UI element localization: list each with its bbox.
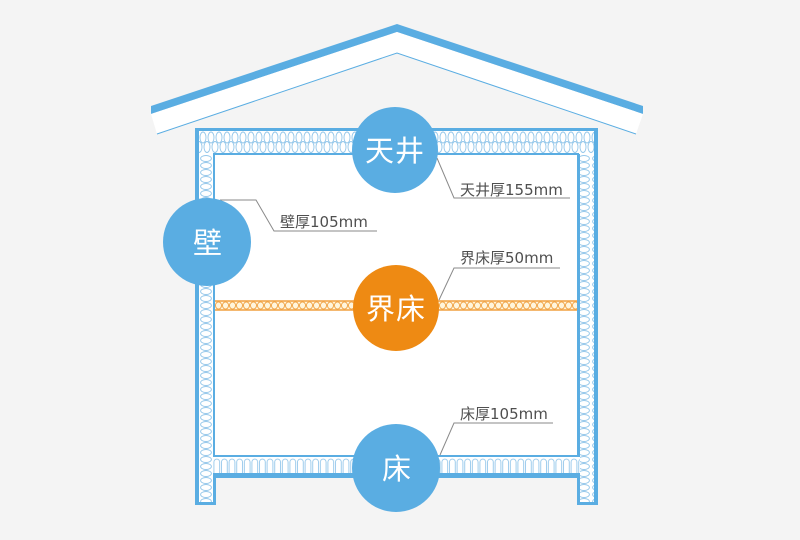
floor-leader-line bbox=[439, 422, 553, 456]
wall-badge-circle bbox=[163, 198, 251, 286]
roof bbox=[151, 24, 643, 135]
ceiling-badge: 天井 bbox=[352, 107, 438, 193]
wall-thickness-label: 壁厚105mm bbox=[280, 213, 368, 231]
thickness-labels: 天井厚155mm 壁厚105mm 界床厚50mm 床厚105mm bbox=[280, 181, 563, 423]
interfloor-badge-label: 界床 bbox=[366, 292, 426, 326]
ceiling-leader-line bbox=[436, 157, 570, 199]
wall-badge-label: 壁 bbox=[193, 226, 223, 260]
ceiling-badge-circle bbox=[352, 107, 438, 193]
ceiling-thickness-label: 天井厚155mm bbox=[460, 181, 563, 199]
wall-leader-line bbox=[220, 199, 377, 232]
roof-white-band bbox=[151, 32, 643, 134]
right-wall-insulation-coils bbox=[580, 155, 594, 502]
floor-badge-circle bbox=[352, 424, 440, 512]
floor-badge: 床 bbox=[352, 424, 440, 512]
interfloor-leader-line bbox=[438, 267, 560, 301]
wall-badge: 壁 bbox=[163, 198, 251, 286]
interfloor-badge-circle bbox=[353, 265, 439, 351]
floor-badge-label: 床 bbox=[382, 452, 412, 486]
leader-lines bbox=[220, 157, 570, 456]
roof-thin-line bbox=[156, 52, 637, 135]
ceiling-badge-label: 天井 bbox=[365, 134, 425, 168]
interfloor-thickness-label: 界床厚50mm bbox=[460, 249, 553, 267]
floor-thickness-label: 床厚105mm bbox=[460, 405, 548, 423]
interfloor-badge: 界床 bbox=[353, 265, 439, 351]
